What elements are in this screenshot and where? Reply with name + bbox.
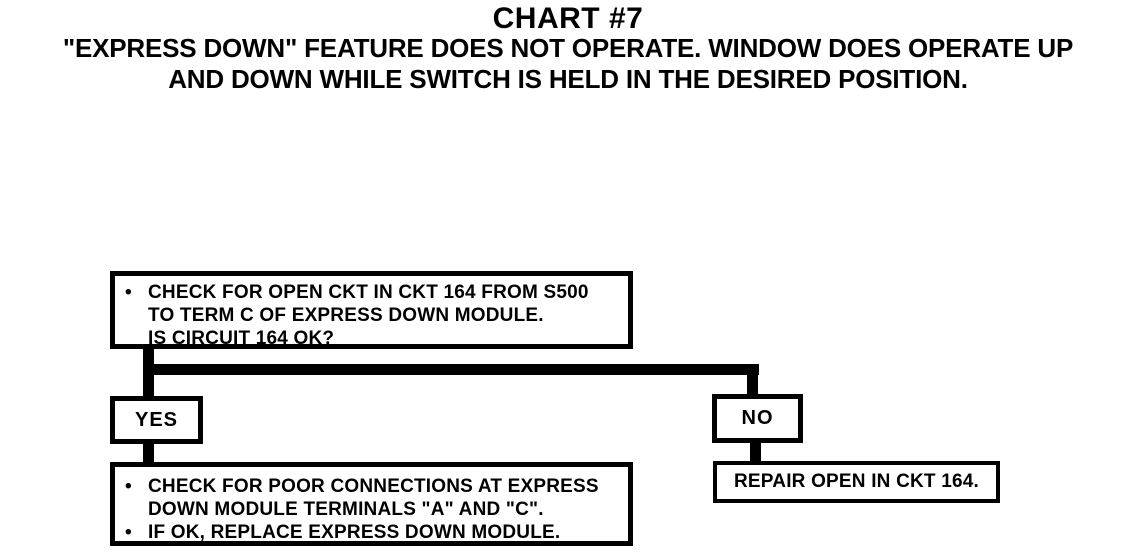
yes-action-line: • IF OK, REPLACE EXPRESS DOWN MODULE.	[125, 521, 624, 544]
yes-label: YES	[134, 408, 179, 431]
bullet-icon: •	[125, 476, 132, 497]
page-title: CHART #7	[492, 2, 644, 35]
bullet-icon	[125, 498, 148, 521]
connector-branch-bar	[143, 364, 759, 375]
no-branch-box: NO	[712, 394, 803, 443]
question-box: • CHECK FOR OPEN CKT IN CKT 164 FROM S50…	[110, 271, 633, 349]
connector-no-drop	[747, 364, 758, 394]
yes-action-line: DOWN MODULE TERMINALS "A" AND "C".	[125, 498, 624, 521]
bullet-icon	[125, 304, 148, 327]
question-line-text: CHECK FOR OPEN CKT IN CKT 164 FROM S500	[148, 282, 589, 303]
yes-action-line-text: DOWN MODULE TERMINALS "A" AND "C".	[148, 499, 544, 520]
no-action-box: REPAIR OPEN IN CKT 164.	[713, 461, 1000, 503]
question-line: IS CIRCUIT 164 OK?	[125, 327, 624, 350]
yes-action-line-text: IF OK, REPLACE EXPRESS DOWN MODULE.	[148, 522, 561, 543]
subtitle-line-1: "EXPRESS DOWN" FEATURE DOES NOT OPERATE.…	[62, 33, 1074, 63]
bullet-icon	[125, 327, 148, 350]
connector-yes-to-action	[143, 442, 154, 463]
subtitle-line-2: AND DOWN WHILE SWITCH IS HELD IN THE DES…	[168, 64, 968, 94]
bullet-icon: •	[125, 522, 132, 543]
connector-no-to-action	[750, 441, 761, 462]
question-line-text: IS CIRCUIT 164 OK?	[148, 328, 335, 349]
question-line: • CHECK FOR OPEN CKT IN CKT 164 FROM S50…	[125, 281, 624, 304]
yes-action-line: • CHECK FOR POOR CONNECTIONS AT EXPRESS	[125, 475, 624, 498]
yes-branch-box: YES	[110, 396, 203, 444]
question-line: TO TERM C OF EXPRESS DOWN MODULE.	[125, 304, 624, 327]
question-line-text: TO TERM C OF EXPRESS DOWN MODULE.	[148, 305, 544, 326]
no-label: NO	[741, 407, 774, 429]
no-action-text: REPAIR OPEN IN CKT 164.	[734, 471, 979, 492]
bullet-icon: •	[125, 282, 132, 303]
yes-action-line-text: CHECK FOR POOR CONNECTIONS AT EXPRESS	[148, 476, 599, 497]
yes-action-box: • CHECK FOR POOR CONNECTIONS AT EXPRESS …	[110, 462, 633, 546]
